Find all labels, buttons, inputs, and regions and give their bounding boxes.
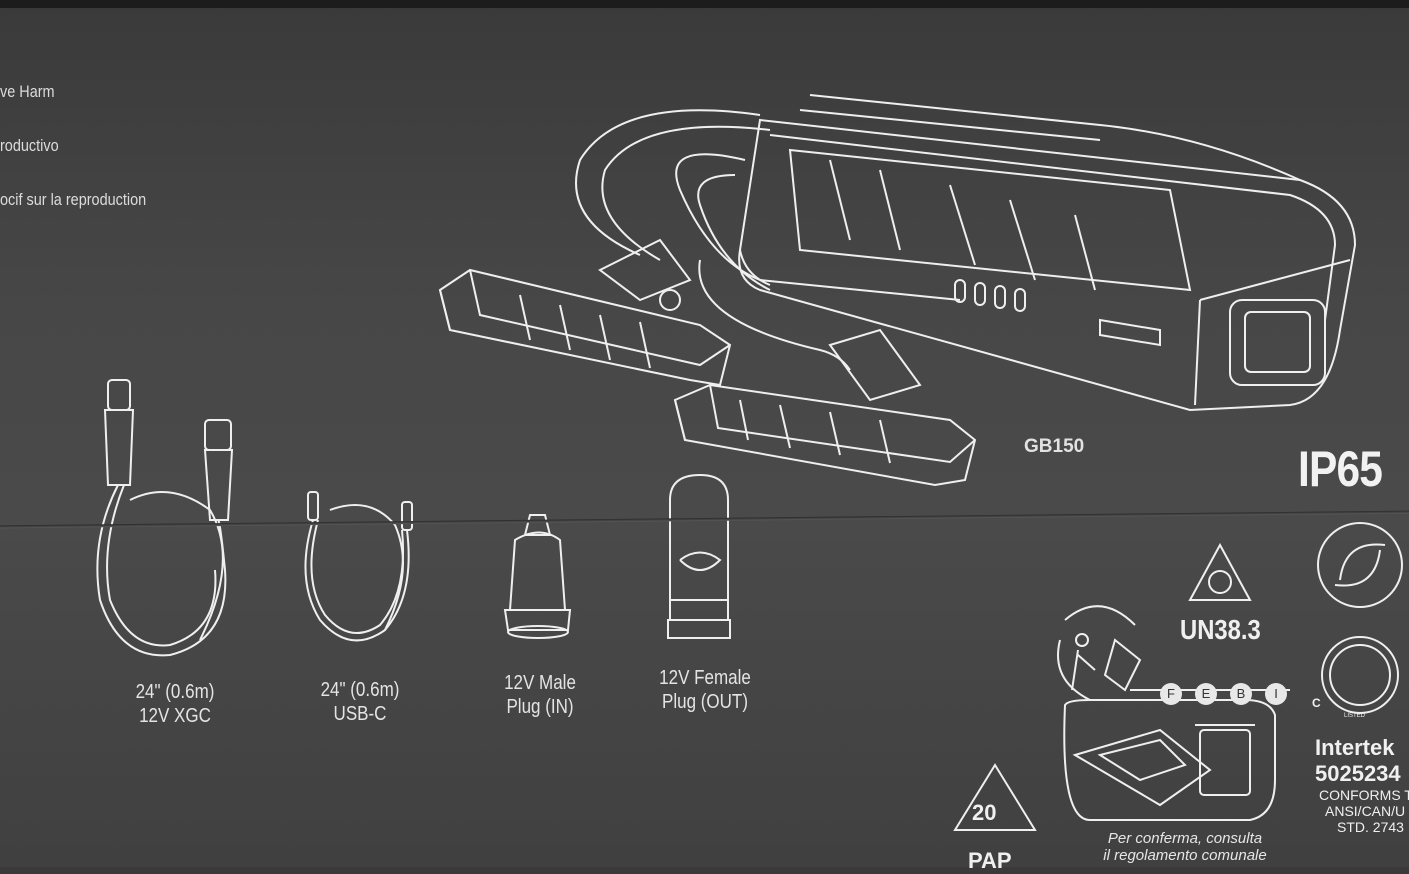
xgc-cable-illustration bbox=[96, 379, 234, 657]
pap-recycle-icon bbox=[953, 763, 1037, 831]
recycling-note-line-2: il regolamento comunale bbox=[1103, 847, 1267, 864]
pap-number: 20 bbox=[972, 800, 997, 825]
warning-text-1: ve Harm bbox=[0, 82, 55, 101]
accessory-label-xgc: 24" (0.6m) 12V XGC bbox=[103, 680, 248, 728]
standard-line-1: ANSI/CAN/U bbox=[1325, 803, 1406, 819]
male-plug-illustration bbox=[503, 514, 572, 639]
accessory-male-plug-name: 12V Male bbox=[504, 672, 576, 694]
accessory-xgc-name: 12V XGC bbox=[139, 705, 211, 727]
accessory-male-plug-type: Plug (IN) bbox=[506, 696, 574, 718]
warning-text-2: roductivo bbox=[0, 136, 59, 155]
accessory-label-male-plug: 12V Male Plug (IN) bbox=[468, 671, 613, 719]
ip-rating: IP65 bbox=[1298, 441, 1383, 497]
intertek-number: 5025234 bbox=[1315, 761, 1401, 786]
rcm-mark-icon bbox=[1188, 542, 1252, 601]
accessory-usbc-length: 24" (0.6m) bbox=[320, 679, 400, 701]
certification-block: Intertek 5025234 CONFORMS T ANSI/CAN/U S… bbox=[1315, 735, 1409, 835]
recycling-note-line-1: Per conferma, consulta bbox=[1107, 830, 1263, 847]
un-certification: UN38.3 bbox=[1180, 614, 1261, 645]
recycle-letter-i: I bbox=[1265, 683, 1287, 705]
accessory-label-female-plug: 12V Female Plug (OUT) bbox=[633, 666, 778, 714]
intertek-name: Intertek bbox=[1315, 735, 1395, 760]
recycle-letter-f: F bbox=[1160, 683, 1182, 705]
packaging-bin-icon bbox=[1063, 699, 1276, 821]
cables-illustration bbox=[575, 109, 961, 371]
box-top-edge bbox=[0, 0, 1409, 8]
accessory-usbc-name: USB-C bbox=[333, 703, 387, 725]
recycling-note: Per conferma, consulta il regolamento co… bbox=[1070, 830, 1300, 864]
recycle-letter-b: B bbox=[1230, 683, 1252, 705]
accessory-female-plug-type: Plug (OUT) bbox=[662, 691, 748, 713]
etl-listed-icon bbox=[1321, 636, 1399, 714]
jump-starter-illustration bbox=[738, 94, 1357, 412]
etl-listed-text: LISTED bbox=[1344, 713, 1366, 719]
female-plug-illustration bbox=[667, 473, 731, 639]
green-dot-icon bbox=[1317, 522, 1403, 608]
pap-label: PAP bbox=[968, 848, 1012, 873]
accessory-female-plug-name: 12V Female bbox=[659, 667, 751, 689]
warning-text-3: ocif sur la reproduction bbox=[0, 190, 147, 209]
recycle-letter-e: E bbox=[1195, 683, 1217, 705]
clamp-red-illustration bbox=[438, 238, 732, 387]
usb-c-cable-illustration bbox=[304, 491, 413, 642]
standard-line-2: STD. 2743 bbox=[1337, 819, 1404, 835]
clamp-black-illustration bbox=[673, 328, 977, 487]
accessory-label-usbc: 24" (0.6m) USB-C bbox=[288, 678, 433, 726]
conforms-text: CONFORMS T bbox=[1319, 787, 1409, 803]
model-number: GB150 bbox=[1024, 436, 1085, 457]
accessory-xgc-length: 24" (0.6m) bbox=[135, 681, 215, 703]
etl-c-mark: C bbox=[1312, 696, 1321, 710]
